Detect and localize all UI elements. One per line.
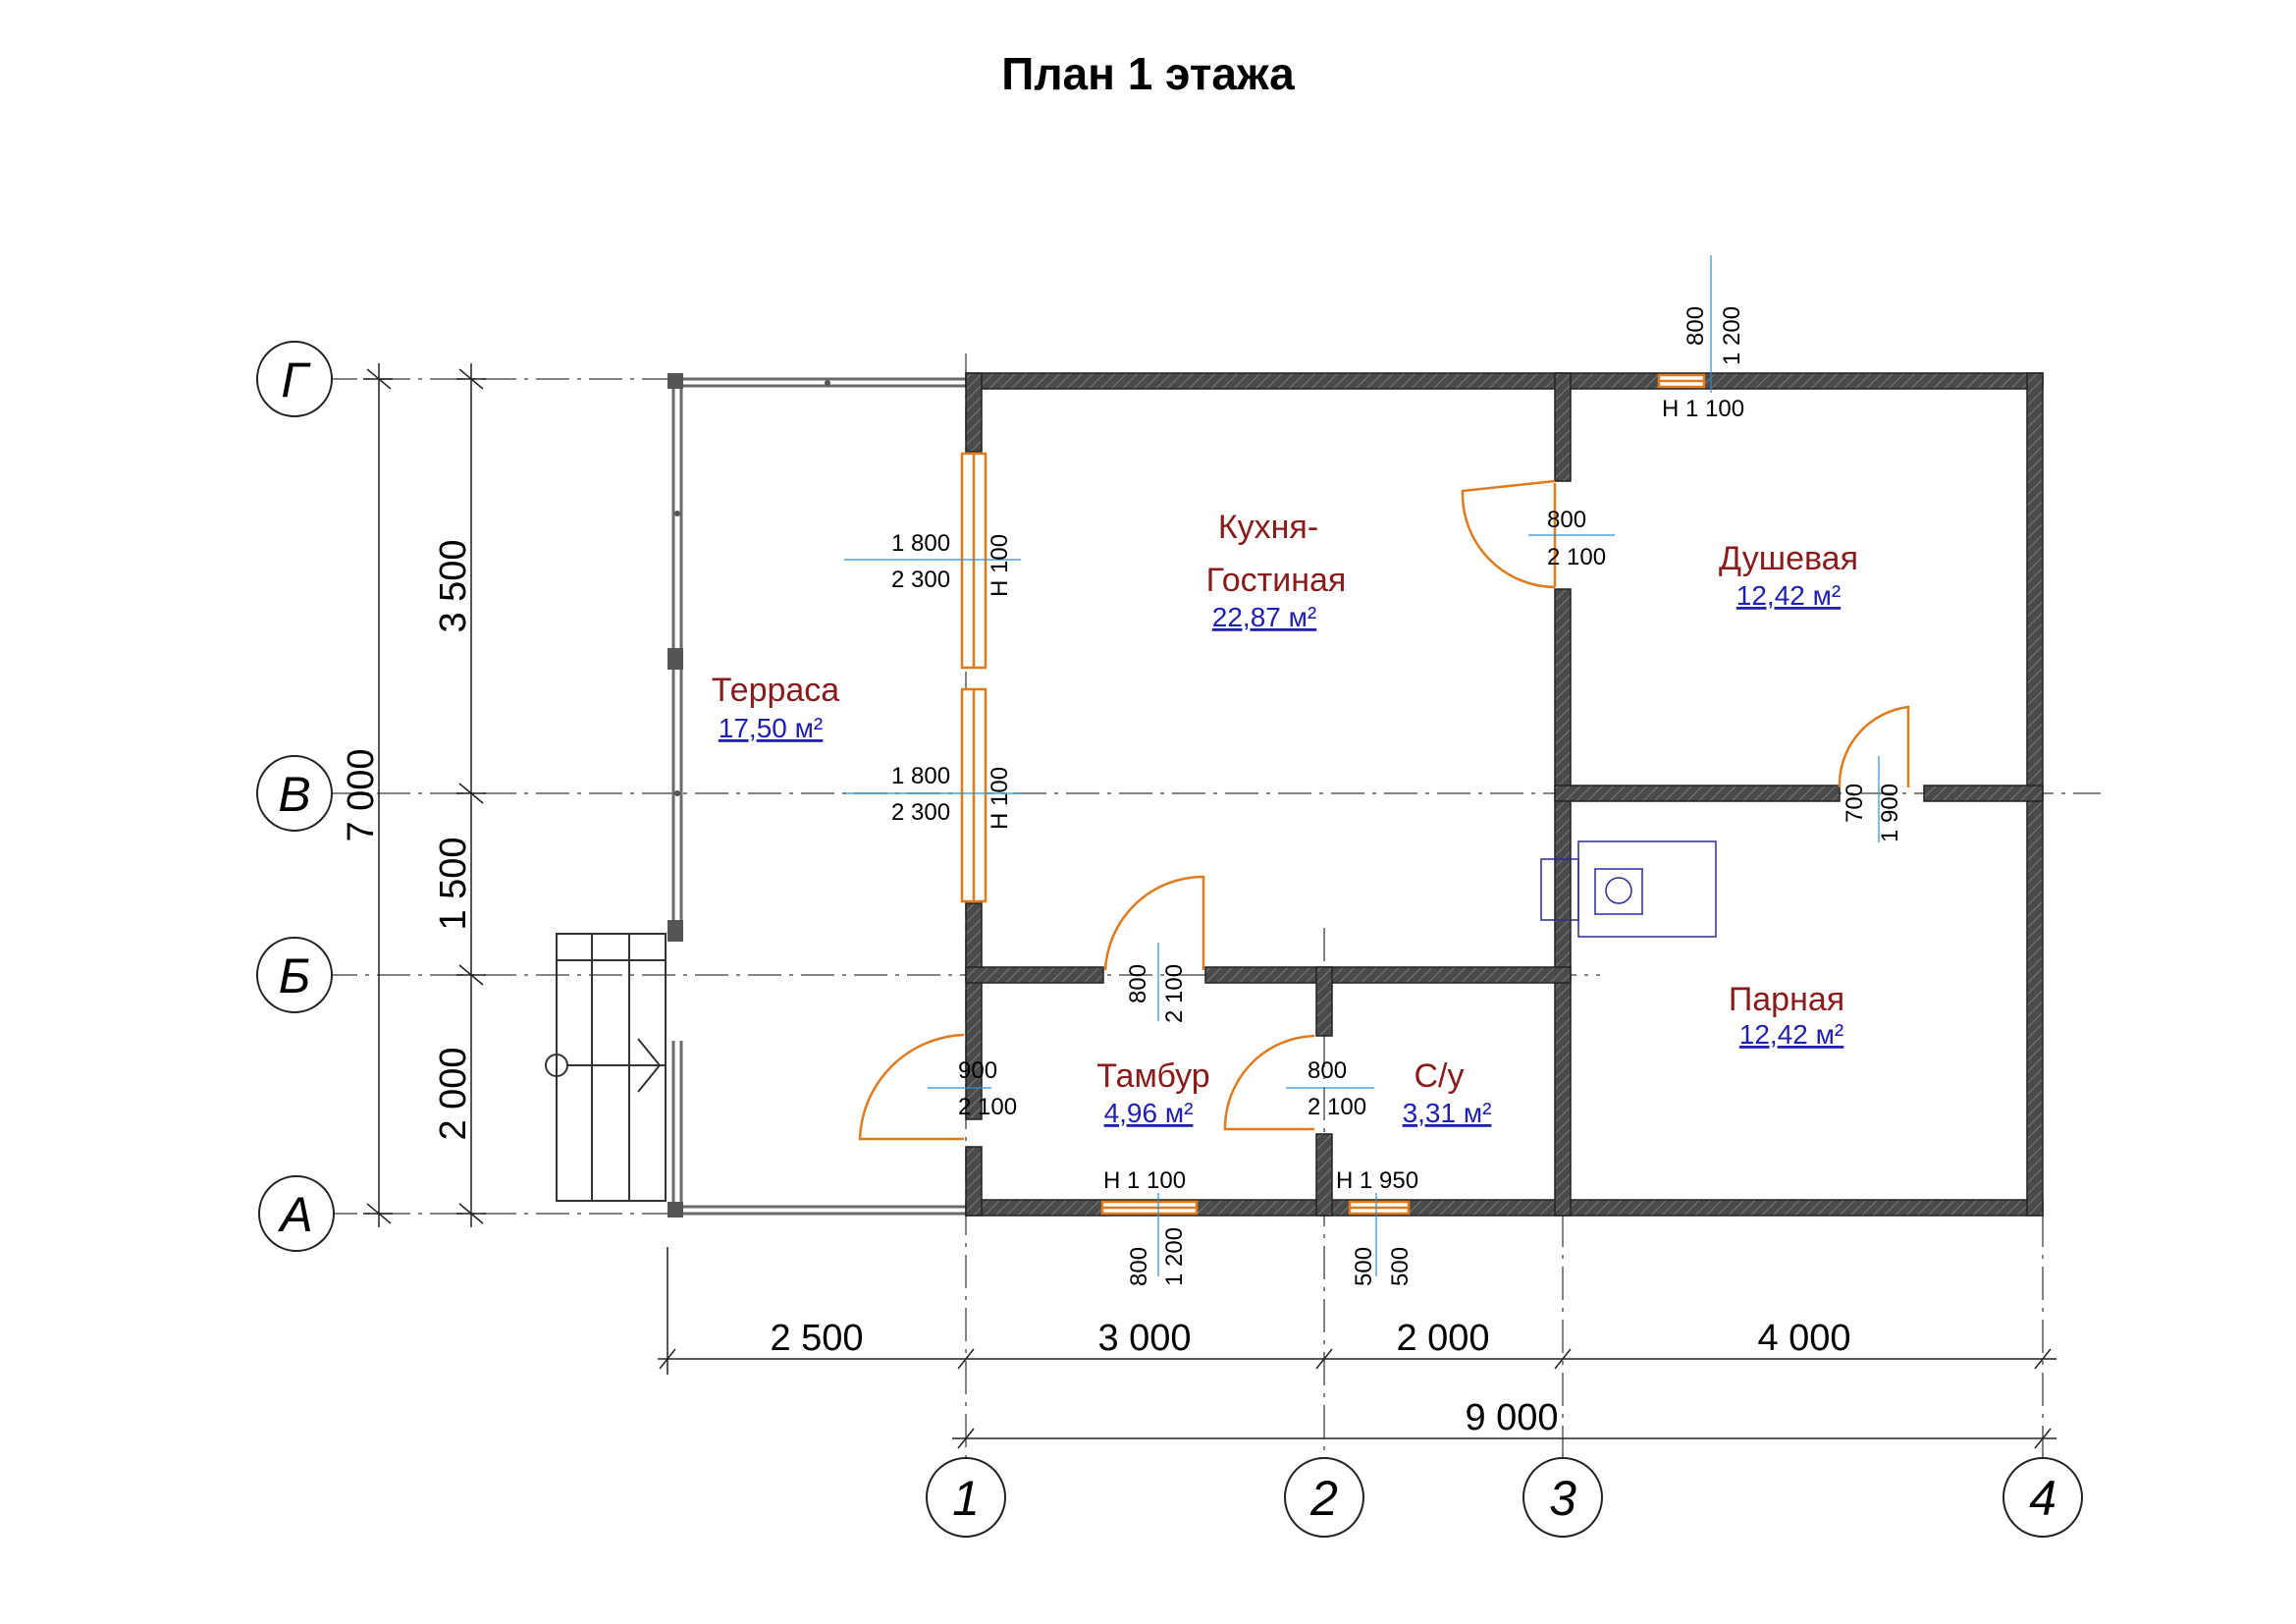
axis-number-4: 4 — [2029, 1471, 2056, 1526]
axis-letter-b: Б — [279, 948, 311, 1003]
win-vest-height: 1 200 — [1161, 1227, 1188, 1286]
room-areas: 17,50 м² 22,87 м² 12,42 м² 12,42 м² 4,96… — [719, 580, 1843, 1128]
room-shower-area: 12,42 м² — [1736, 580, 1841, 611]
door-ss-width: 700 — [1842, 784, 1868, 823]
door-entry-width: 900 — [958, 1057, 997, 1084]
room-wc-area: 3,31 м² — [1403, 1098, 1492, 1128]
win-ter1-height: 2 300 — [891, 567, 950, 593]
opening-markers — [844, 255, 1880, 1276]
room-shower-name: Душевая — [1719, 540, 1858, 577]
dim-bottom-3: 2 000 — [1396, 1318, 1489, 1359]
door-ks-width: 800 — [1547, 507, 1586, 533]
door-wc-height: 2 100 — [1308, 1094, 1366, 1120]
walls — [965, 372, 2044, 1217]
dim-left-1: 3 500 — [433, 539, 474, 632]
door-entry-height: 2 100 — [958, 1094, 1017, 1120]
win-ter1-sill: H 100 — [987, 534, 1013, 597]
room-steam-area: 12,42 м² — [1739, 1019, 1843, 1050]
door-kv-height: 2 100 — [1161, 964, 1188, 1023]
axis-letter-a: А — [277, 1187, 312, 1242]
room-names: Терраса Кухня- Гостиная Душевая Парная Т… — [712, 509, 1858, 1095]
dim-left-3: 2 000 — [433, 1047, 474, 1140]
room-terrace-area: 17,50 м² — [719, 713, 823, 743]
doors — [858, 479, 1910, 1141]
dim-bottom-4: 4 000 — [1757, 1318, 1850, 1359]
door-ss-height: 1 900 — [1877, 784, 1903, 842]
page-title: План 1 этажа — [1001, 48, 1295, 99]
dim-left-outer: 7 000 — [341, 748, 382, 841]
dim-bottom-1: 2 500 — [770, 1318, 863, 1359]
terrace-posts — [667, 373, 830, 1218]
win-ter2-width: 1 800 — [891, 763, 950, 789]
grid-axis-lines — [324, 353, 2101, 1473]
axis-number-1: 1 — [952, 1471, 980, 1526]
win-top-width: 800 — [1682, 306, 1709, 346]
win-ter2-height: 2 300 — [891, 799, 950, 826]
axis-bubbles — [256, 341, 2083, 1538]
door-kv-width: 800 — [1125, 964, 1151, 1003]
win-vest-width: 800 — [1126, 1247, 1152, 1286]
room-wc-name: С/у — [1415, 1057, 1465, 1095]
room-vestibule-name: Тамбур — [1096, 1057, 1209, 1095]
axis-letter-v: В — [278, 767, 310, 822]
win-ter1-width: 1 800 — [891, 530, 950, 557]
win-wc-width: 500 — [1351, 1247, 1377, 1286]
sauna-stove — [1540, 840, 1717, 938]
dim-bottom-2: 3 000 — [1097, 1318, 1191, 1359]
win-wc-sill: H 1 950 — [1336, 1167, 1418, 1194]
entry-stairs — [545, 933, 667, 1202]
opening-annotations: 800 1 200 H 1 100 800 2 100 1 800 2 300 … — [891, 306, 1903, 1286]
dimension-texts: 7 000 3 500 1 500 2 000 2 500 3 000 2 00… — [341, 539, 1851, 1438]
axis-letter-g: Г — [281, 352, 311, 407]
win-top-height: 1 200 — [1719, 306, 1745, 365]
win-top-sill: H 1 100 — [1662, 396, 1744, 422]
win-wc-height: 500 — [1387, 1247, 1414, 1286]
dimension-lines — [363, 363, 2056, 1449]
room-vestibule-area: 4,96 м² — [1104, 1098, 1194, 1128]
axis-number-3: 3 — [1549, 1471, 1576, 1526]
win-vest-sill: H 1 100 — [1103, 1167, 1186, 1194]
win-ter2-sill: H 100 — [987, 767, 1013, 830]
room-terrace-name: Терраса — [712, 672, 839, 709]
windows — [960, 373, 1706, 1216]
room-steam-name: Парная — [1729, 981, 1844, 1018]
door-ks-height: 2 100 — [1547, 544, 1606, 570]
door-wc-width: 800 — [1308, 1057, 1347, 1084]
terrace-outline — [671, 377, 966, 1216]
axis-labels: Г В Б А 1 2 3 4 — [277, 352, 2056, 1526]
axis-number-2: 2 — [1309, 1471, 1338, 1526]
room-kitchen-name-1: Кухня- — [1218, 509, 1318, 546]
dim-left-2: 1 500 — [433, 837, 474, 930]
room-kitchen-area: 22,87 м² — [1212, 602, 1316, 632]
room-kitchen-name-2: Гостиная — [1206, 562, 1347, 599]
dim-bottom-total: 9 000 — [1465, 1397, 1558, 1438]
